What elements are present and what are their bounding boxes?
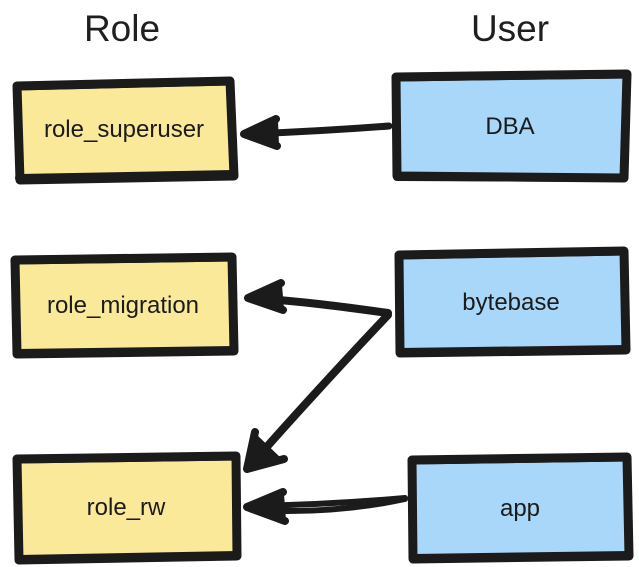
edge-bytebase-to-role-migration <box>244 279 392 317</box>
node-bytebase-label: bytebase <box>462 289 560 316</box>
node-role-superuser[interactable]: role_superuser <box>8 74 240 186</box>
role-migration-shape <box>10 252 239 359</box>
edge-dba-to-role-superuser <box>240 115 393 150</box>
node-role-superuser-label: role_superuser <box>43 116 205 143</box>
app-shape <box>407 452 634 564</box>
edge-bytebase-to-role-rw <box>243 311 392 473</box>
column-header-role: Role <box>83 8 161 49</box>
role-rw-shape <box>12 451 242 565</box>
node-role-migration[interactable]: role_migration <box>6 250 240 362</box>
node-app[interactable]: app <box>404 452 636 566</box>
node-role-migration-label: role_migration <box>46 292 200 319</box>
column-header-user: User <box>470 8 550 49</box>
bytebase-shape <box>394 246 631 358</box>
role-superuser-shape <box>12 76 239 185</box>
node-role-rw-label: role_rw <box>86 494 166 521</box>
node-bytebase[interactable]: bytebase <box>390 246 632 360</box>
dba-shape <box>391 69 632 183</box>
node-dba[interactable]: DBA <box>388 68 632 186</box>
edge-app-to-role-rw <box>243 488 408 525</box>
node-dba-label: DBA <box>485 113 535 140</box>
node-app-label: app <box>499 495 541 522</box>
node-role-rw[interactable]: role_rw <box>8 450 244 566</box>
